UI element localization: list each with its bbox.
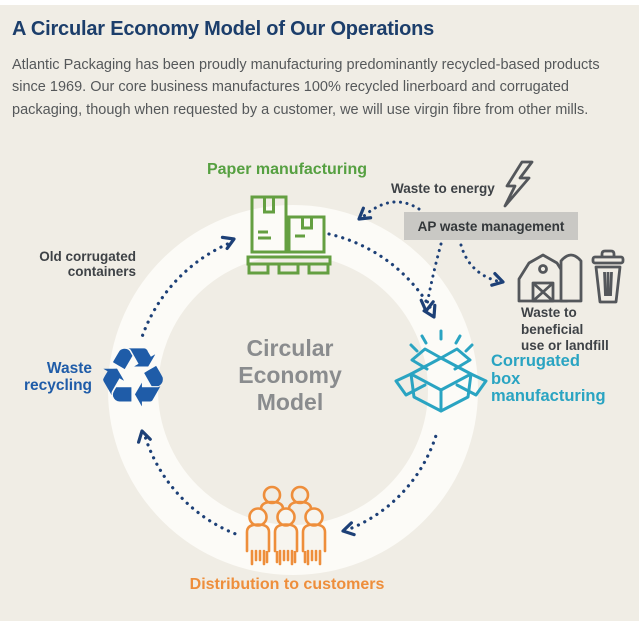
arrow-ap-to-box: [425, 242, 443, 307]
arrowhead: [357, 206, 373, 221]
arrow-ap-to-paper: [362, 200, 421, 218]
front-person: [245, 507, 271, 566]
top-border: [0, 0, 639, 5]
lightning-icon: [503, 160, 534, 208]
corrugated-box-manufacturing-label: Corrugated box manufacturing: [491, 352, 606, 405]
arrow-ap-to-landfill: [459, 243, 499, 283]
arrow-distribution-to-recycling: [142, 431, 237, 536]
arrowhead: [490, 272, 505, 287]
arrowhead: [136, 429, 152, 444]
trash-can-icon: [591, 249, 625, 304]
paper-stack-pallet-icon: [246, 195, 332, 275]
ap-waste-management-label: AP waste management: [417, 218, 565, 234]
intro-paragraph: Atlantic Packaging has been proudly manu…: [12, 57, 600, 118]
arrow-recycling-to-paper: [141, 241, 233, 337]
waste-to-energy-label: Waste to energy: [391, 181, 495, 196]
arrowheads: [136, 206, 505, 537]
distribution-to-customers-label: Distribution to customers: [189, 576, 385, 593]
arrowhead: [419, 298, 435, 313]
old-corrugated-containers-label: Old corrugated containers: [39, 249, 136, 279]
waste-recycling-label: Waste recycling: [23, 360, 92, 394]
recycle-icon: ♻: [96, 331, 170, 426]
people-group-icon: [245, 485, 327, 566]
arrowhead: [422, 303, 437, 319]
cycle-dotted-arrows: [141, 232, 438, 536]
page-title: A Circular Economy Model of Our Operatio…: [12, 18, 435, 40]
open-box-icon: [394, 329, 488, 413]
ap-waste-management-box: AP waste management: [404, 212, 578, 240]
arrowhead: [341, 521, 356, 537]
arrow-paper-to-box: [327, 232, 435, 314]
paper-manufacturing-label: Paper manufacturing: [206, 161, 368, 178]
arrowhead: [220, 235, 236, 251]
front-person: [273, 507, 299, 566]
front-person: [301, 507, 327, 566]
waste-beneficial-label: Waste to beneficial use or landfill: [521, 305, 609, 353]
waste-dotted-arrows: [362, 200, 499, 307]
circular-economy-model-title: Circular Economy Model: [238, 335, 342, 415]
barn-icon: [517, 253, 583, 303]
